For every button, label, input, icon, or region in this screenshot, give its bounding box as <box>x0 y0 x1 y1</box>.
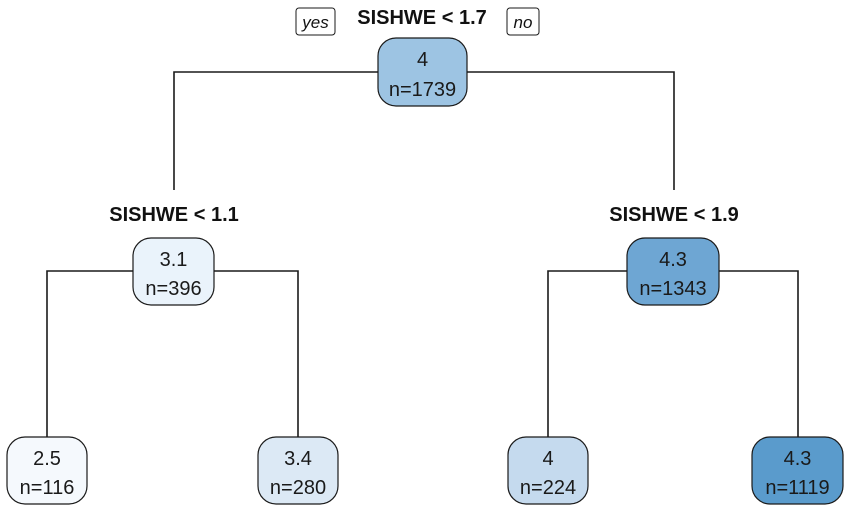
node-right-value: 4.3 <box>659 249 687 271</box>
leaf-right-right-box <box>751 436 844 505</box>
leaf-right-right-value: 4.3 <box>784 448 812 470</box>
node-left: 3.1 n=396 <box>132 237 215 306</box>
yes-label: yes <box>301 13 329 32</box>
node-root-value: 4 <box>417 49 428 71</box>
edge-left-ll <box>46 270 133 437</box>
node-root-count: n=1739 <box>389 79 456 101</box>
edge-root-left <box>173 71 378 190</box>
yes-tag: yes <box>295 7 336 36</box>
node-root-box <box>377 37 468 107</box>
node-right-count: n=1343 <box>639 278 706 300</box>
edge-root-right <box>467 71 675 190</box>
edge-left-lr <box>214 270 299 437</box>
leaf-left-left-value: 2.5 <box>33 448 61 470</box>
leaf-left-right-count: n=280 <box>270 477 326 499</box>
leaf-left-left-count: n=116 <box>20 477 75 499</box>
node-right-box <box>626 237 720 306</box>
node-left-count: n=396 <box>145 278 201 300</box>
edge-right-rr <box>719 270 799 437</box>
leaf-left-left-box <box>6 436 88 505</box>
node-left-value: 3.1 <box>160 249 188 271</box>
node-right: 4.3 n=1343 <box>626 237 720 306</box>
leaf-right-right-count: n=1119 <box>765 477 829 499</box>
leaf-right-left-value: 4 <box>542 448 553 470</box>
no-tag: no <box>506 7 540 36</box>
left-split-label: SISHWE < 1.1 <box>109 204 239 226</box>
root-split-label: SISHWE < 1.7 <box>357 7 487 29</box>
leaf-right-left: 4 n=224 <box>507 436 589 505</box>
leaf-left-right-value: 3.4 <box>284 448 312 470</box>
leaf-left-right: 3.4 n=280 <box>257 436 339 505</box>
node-root: 4 n=1739 <box>377 37 468 107</box>
leaf-left-right-box <box>257 436 339 505</box>
leaf-right-right: 4.3 n=1119 <box>751 436 844 505</box>
leaf-left-left: 2.5 n=116 <box>6 436 88 505</box>
leaf-right-left-box <box>507 436 589 505</box>
right-split-label: SISHWE < 1.9 <box>609 204 739 226</box>
node-left-box <box>132 237 215 306</box>
no-label: no <box>514 13 533 32</box>
edge-right-rl <box>547 270 627 437</box>
leaf-right-left-count: n=224 <box>520 477 576 499</box>
